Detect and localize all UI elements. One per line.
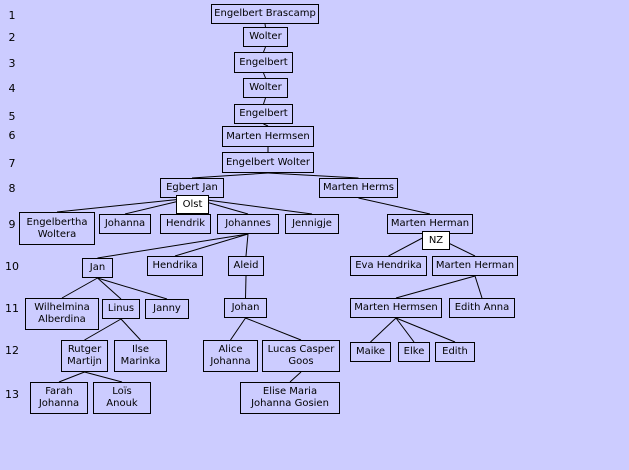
connector-line [56,197,193,213]
connector-line [97,233,249,259]
generation-label: 7 [8,157,16,170]
person-node[interactable]: Marten Herms [319,178,398,198]
person-node[interactable]: Edith [435,342,475,362]
person-node[interactable]: Marten Hermsen [222,126,314,147]
connector-line [263,46,266,53]
person-node[interactable]: Janny [145,299,189,319]
person-node[interactable]: Johan [224,298,267,318]
generation-label: 8 [8,182,16,195]
person-node[interactable]: Ilse Marinka [114,340,167,372]
connector-line [97,277,122,300]
person-node[interactable]: Elise Maria Johanna Gosien [240,382,340,414]
person-node[interactable]: Hendrik [160,214,211,234]
person-node[interactable]: Aleid [228,256,264,276]
generation-label: 3 [8,57,16,70]
person-node[interactable]: Engelbert [234,52,293,73]
person-node[interactable]: Marten Hermsen [350,298,442,318]
connector-line [289,371,302,383]
connector-line [191,197,313,215]
connector-line [84,318,122,341]
generation-label: 11 [5,302,19,315]
person-node[interactable]: Johannes [217,214,279,234]
person-node[interactable]: Engelbert Wolter [222,152,314,173]
connector-line [267,172,359,179]
person-node[interactable]: Engelbertha Woltera [19,212,95,245]
person-node[interactable]: Wolter [243,78,288,98]
generation-label: 2 [8,31,16,44]
person-node[interactable]: Linus [102,299,140,319]
connector-line [84,371,123,383]
connector-line [370,317,397,343]
connector-line [395,317,456,343]
person-node[interactable]: Alice Johanna [203,340,258,372]
place-label: NZ [422,231,450,250]
connector-line [358,197,431,215]
person-node[interactable]: Eva Hendrika [350,256,427,276]
connector-line [395,317,415,343]
place-label: Olst [176,195,209,214]
generation-label: 13 [5,388,19,401]
person-node[interactable]: Elke [398,342,430,362]
person-node[interactable]: Marten Herman [432,256,518,276]
generation-label: 12 [5,344,19,357]
person-node[interactable]: Hendrika [147,256,203,276]
connector-line [245,233,249,257]
person-node[interactable]: Wilhelmina Alberdina [25,298,99,330]
connector-line [97,277,168,300]
connector-line [263,97,266,105]
connector-line [245,317,302,341]
generation-label: 10 [5,260,19,273]
person-node[interactable]: Jan [82,258,113,278]
person-node[interactable]: Johanna [99,214,151,234]
connector-line [230,317,246,341]
connector-line [395,275,476,299]
connector-line [264,23,266,28]
person-node[interactable]: Wolter [243,27,288,47]
person-node[interactable]: Maike [350,342,391,362]
generation-label: 5 [8,110,16,123]
person-node[interactable]: Engelbert Brascamp [211,4,319,24]
connector-line [245,275,247,299]
connector-line [263,123,269,127]
connector-line [191,172,269,179]
generation-label: 4 [8,82,16,95]
person-node[interactable]: Rutger Martijn [61,340,108,372]
person-node[interactable]: Edith Anna [449,298,515,318]
connector-line [61,277,98,299]
connector-line [174,233,249,257]
generation-label: 6 [8,129,16,142]
person-node[interactable]: Loïs Anouk [93,382,151,414]
person-node[interactable]: Jennigje [285,214,339,234]
connector-line [263,72,266,79]
connector-line [120,318,141,341]
person-node[interactable]: Engelbert [234,104,293,124]
person-node[interactable]: Lucas Casper Goos [262,340,340,372]
connector-line [58,371,85,383]
generation-label: 9 [8,218,16,231]
generation-label: 1 [8,9,16,22]
person-node[interactable]: Farah Johanna [30,382,88,414]
person-node[interactable]: Marten Herman [387,214,473,234]
connector-line [474,275,483,299]
